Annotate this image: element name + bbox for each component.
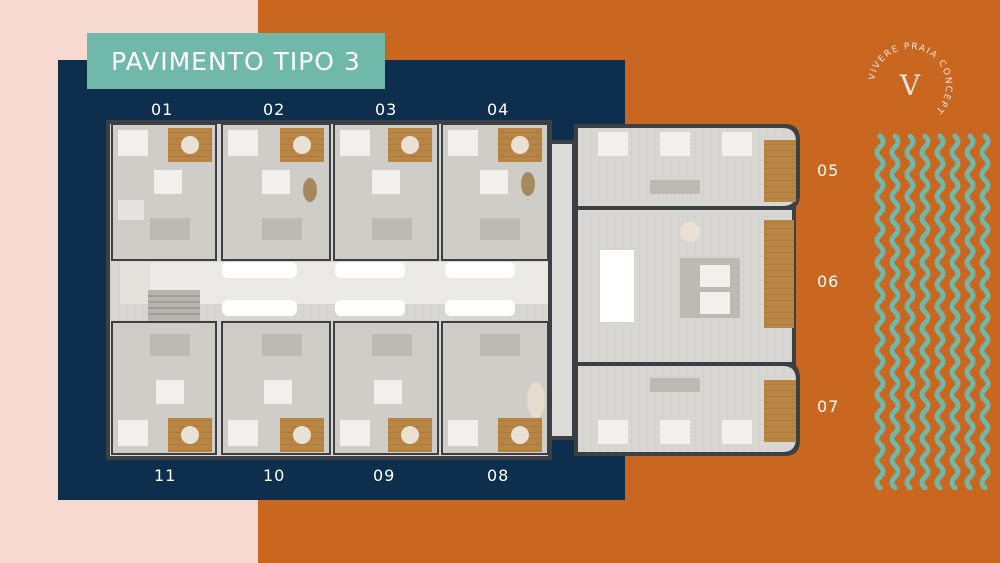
wave-line [979,133,991,490]
east-building-block [574,124,800,456]
apartment-03 [333,123,439,261]
logo-letter: V [899,69,921,102]
wave-line [919,133,931,490]
apartment-08 [441,321,549,455]
unit-label-06: 06 [817,272,840,291]
unit-label-10: 10 [263,466,286,485]
wave-line [874,133,886,490]
top-apartments [111,123,549,261]
apartment-10 [221,321,331,455]
unit-label-04: 04 [487,100,510,119]
stairwell [148,290,200,322]
decorative-waves [874,133,991,490]
wave-line [964,133,976,490]
vivere-logo: VIVERE PRAIA CONCEPT V [867,42,951,116]
apartment-01 [111,123,217,261]
wave-line [904,133,916,490]
unit-label-07: 07 [817,397,840,416]
unit-label-02: 02 [263,100,286,119]
unit-label-01: 01 [151,100,174,119]
floor-title: PAVIMENTO TIPO 3 [111,46,361,76]
unit-label-11: 11 [154,466,177,485]
unit-label-08: 08 [487,466,510,485]
wave-line [934,133,946,490]
bottom-apartments [111,321,549,455]
apartment-11 [111,321,217,455]
wave-line [949,133,961,490]
apartment-09 [333,321,439,455]
wave-line [889,133,901,490]
unit-label-03: 03 [375,100,398,119]
unit-label-09: 09 [373,466,396,485]
unit-label-05: 05 [817,161,840,180]
apartment-02 [221,123,331,261]
floor-title-box: PAVIMENTO TIPO 3 [87,33,385,89]
apartment-04 [441,123,549,261]
